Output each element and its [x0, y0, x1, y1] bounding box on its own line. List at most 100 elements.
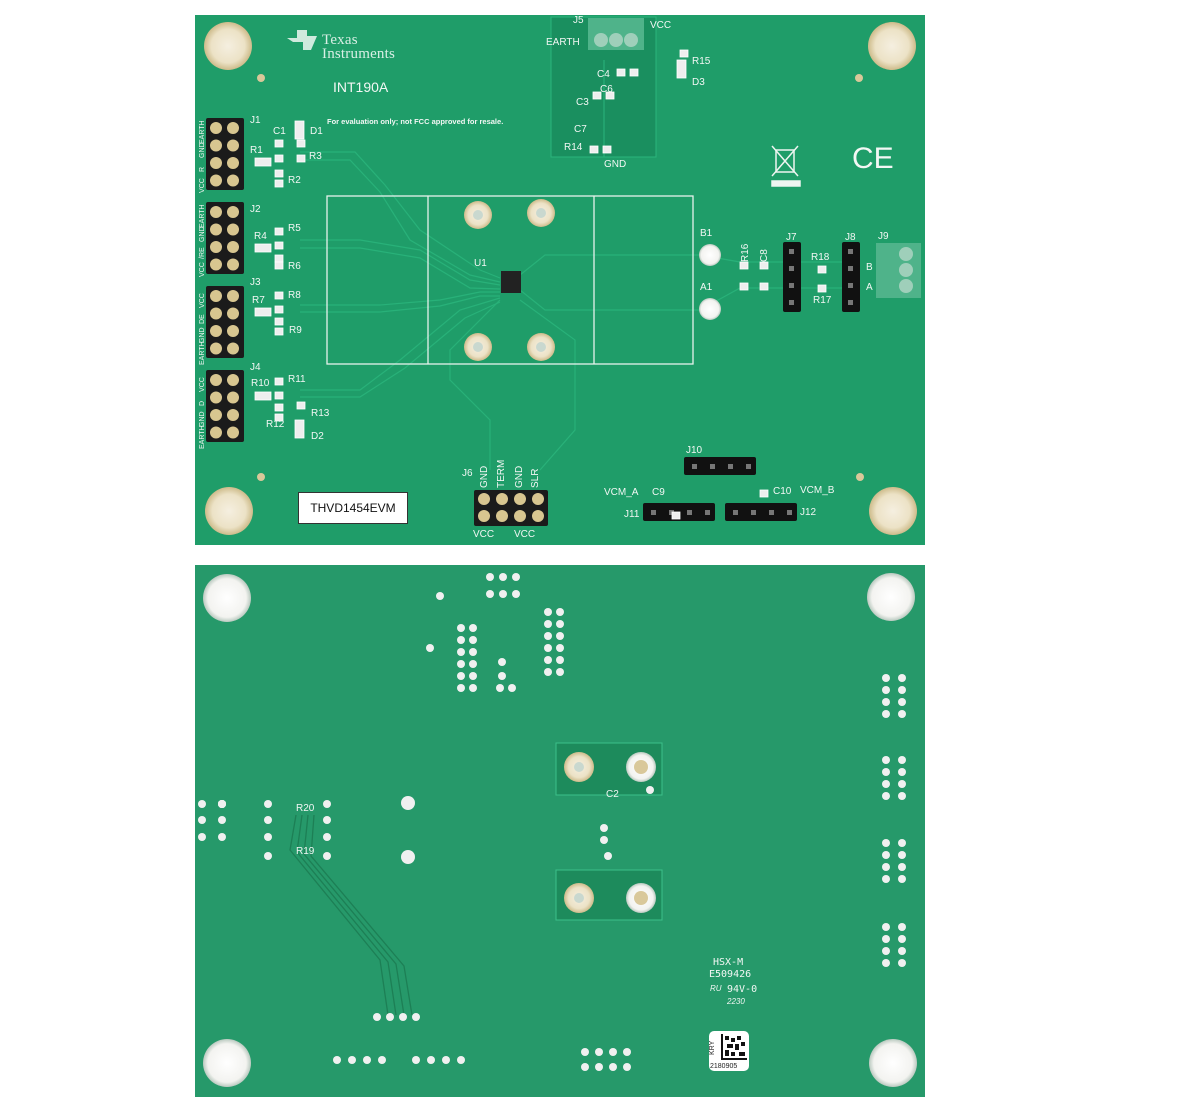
j6-gnd-label-1: GND	[479, 465, 490, 488]
smd-component	[254, 307, 272, 317]
designator-r4: R4	[254, 231, 267, 242]
header-pin	[227, 241, 239, 253]
via	[898, 863, 906, 871]
via	[426, 644, 434, 652]
j1-pin-label: GND	[199, 142, 206, 158]
via	[378, 1056, 386, 1064]
j1-pin-label: EARTH	[199, 120, 206, 144]
designator-c1: C1	[273, 126, 286, 137]
via	[882, 792, 890, 800]
designator-d2: D2	[311, 431, 324, 442]
via	[508, 684, 516, 692]
smd-pad	[274, 254, 284, 263]
designator-c10: C10	[773, 486, 792, 497]
via	[898, 756, 906, 764]
pin	[669, 510, 674, 515]
pin	[789, 266, 794, 271]
header-pin	[210, 290, 222, 302]
designator-c2: C2	[606, 789, 619, 800]
designator-c3: C3	[576, 97, 589, 108]
via	[882, 935, 890, 943]
via	[898, 792, 906, 800]
pin	[789, 300, 794, 305]
j4-pin-label: VCC	[199, 377, 206, 393]
smd-pad	[671, 511, 681, 520]
header-pin	[210, 374, 222, 386]
designator-r19: R19	[296, 846, 315, 857]
via	[556, 644, 564, 652]
header-pin	[210, 258, 222, 271]
via	[469, 660, 477, 668]
pin	[848, 249, 853, 254]
j5-earth-label: EARTH	[546, 37, 580, 48]
via	[556, 620, 564, 628]
via	[882, 923, 890, 931]
smd-pad	[739, 261, 749, 270]
vcm-b-label: VCM_B	[800, 485, 835, 496]
designator-r9: R9	[289, 325, 302, 336]
designator-r5: R5	[288, 223, 301, 234]
header-pin	[496, 493, 508, 505]
pin	[705, 510, 710, 515]
smd-pad	[274, 317, 284, 326]
via	[595, 1048, 603, 1056]
via	[544, 644, 552, 652]
via	[898, 768, 906, 776]
via	[469, 624, 477, 632]
via	[544, 656, 552, 664]
via	[898, 959, 906, 967]
pin	[848, 300, 853, 305]
ti-logo-icon	[287, 30, 317, 50]
designator-r17: R17	[813, 295, 832, 306]
disclaimer: For evaluation only; not FCC approved fo…	[327, 117, 504, 126]
smd-pad	[274, 139, 284, 148]
board-id: INT190A	[333, 79, 389, 95]
header-pin	[227, 374, 239, 386]
pin	[651, 510, 656, 515]
designator-r8: R8	[288, 290, 301, 301]
j4-pin-label: EARTH	[199, 424, 206, 449]
via	[412, 1056, 420, 1064]
header-pin	[210, 157, 222, 169]
via	[264, 833, 272, 841]
header-pin	[227, 206, 239, 218]
j5-vcc-label: VCC	[650, 20, 672, 31]
header-pin	[227, 139, 239, 152]
smd-pad	[274, 227, 284, 236]
designator-d3: D3	[692, 77, 705, 88]
designator-r16: R16	[740, 243, 751, 262]
designator-r1: R1	[250, 145, 263, 156]
header-pin	[210, 241, 222, 253]
via	[623, 1063, 631, 1071]
mounting-holes-bottom	[203, 573, 917, 1087]
pin	[710, 464, 715, 469]
via	[882, 959, 890, 967]
designator-c6: C6	[600, 84, 613, 95]
pin	[728, 464, 733, 469]
designator-r3: R3	[309, 151, 322, 162]
pin	[789, 249, 794, 254]
via	[556, 608, 564, 616]
header-pin	[514, 493, 526, 505]
via	[581, 1048, 589, 1056]
via	[882, 947, 890, 955]
via	[544, 668, 552, 676]
via	[882, 780, 890, 788]
smd-pad	[274, 179, 284, 188]
designator-j5: J5	[573, 15, 584, 26]
via	[198, 833, 206, 841]
fab-marking-2: E509426	[709, 969, 752, 980]
via	[412, 1013, 420, 1021]
via	[898, 839, 906, 847]
top-board	[195, 15, 925, 843]
via	[898, 686, 906, 694]
smd-pad	[759, 282, 769, 291]
smd-pad	[759, 489, 769, 498]
via	[427, 1056, 435, 1064]
header-pin	[210, 391, 222, 404]
j2-pin-label: VCC	[199, 262, 206, 277]
via	[399, 1013, 407, 1021]
via	[600, 836, 608, 844]
j1-pin-label: VCC	[199, 178, 206, 193]
